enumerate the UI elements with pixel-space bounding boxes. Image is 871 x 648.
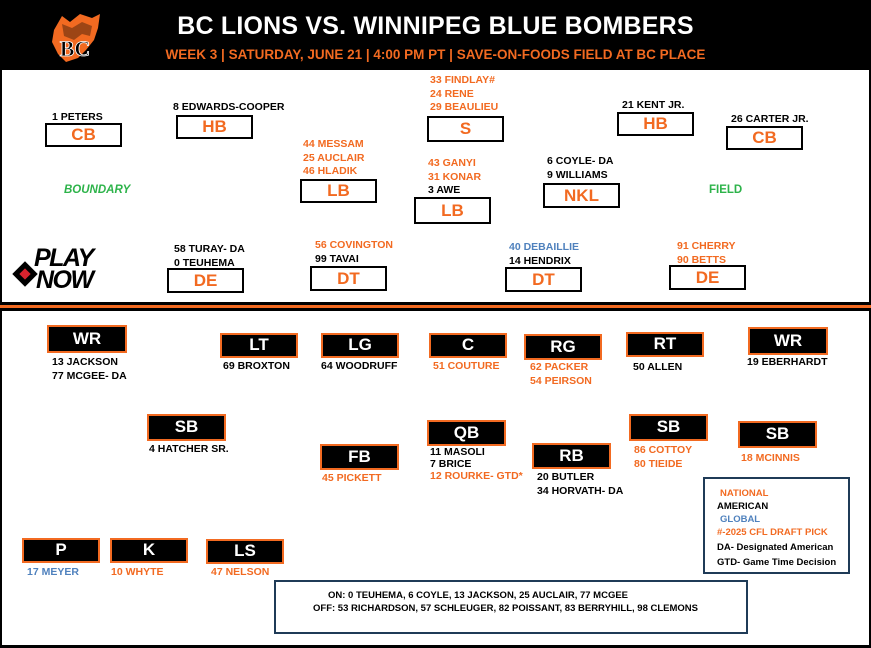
rg-box: RG (524, 334, 602, 360)
sb-right-names: 18 MCINNIS (741, 452, 800, 464)
hb-right-box: HB (617, 112, 694, 136)
field-divider (0, 302, 871, 311)
header: BC BC LIONS VS. WINNIPEG BLUE BOMBERS WE… (0, 0, 871, 70)
off-list: OFF: 53 RICHARDSON, 57 SCHLEUGER, 82 POI… (313, 603, 698, 614)
nkl-names: 6 COYLE- DA 9 WILLIAMS (547, 155, 614, 181)
dt-left-box: DT (310, 266, 387, 291)
long-snapper-box: LS (206, 539, 284, 564)
lg-names: 64 WOODRUFF (321, 360, 398, 372)
sb-right-box: SB (738, 421, 817, 448)
lt-names: 69 BROXTON (223, 360, 290, 372)
game-info: WEEK 3 | SATURDAY, JUNE 21 | 4:00 PM PT … (165, 47, 706, 62)
legend-national: NATIONAL (720, 488, 769, 499)
wr-left-box: WR (47, 325, 127, 353)
fb-names: 45 PICKETT (322, 472, 382, 484)
on-list: ON: 0 TEUHEMA, 6 COYLE, 13 JACKSON, 25 A… (328, 590, 629, 601)
hb-left-box: HB (176, 115, 253, 139)
lb-left-names: 44 MESSAM 25 AUCLAIR 46 HLADIK (303, 138, 365, 177)
sb-left-names: 4 HATCHER SR. (149, 443, 229, 455)
de-right-names: 91 CHERRY 90 BETTS (677, 240, 736, 266)
punter-names: 17 MEYER (27, 566, 79, 578)
kicker-names: 10 WHYTE (111, 566, 164, 578)
defense-panel (2, 70, 869, 302)
lb-mid-names: 43 GANYI 31 KONAR 3 AWE (428, 157, 482, 196)
nkl-box: NKL (543, 183, 620, 208)
safety-box: S (427, 116, 504, 142)
legend-da: DA- Designated American (717, 542, 834, 553)
hb-left-names: 8 EDWARDS-COOPER (173, 101, 285, 113)
sb-mid-box: SB (629, 414, 708, 441)
legend-american: AMERICAN (717, 501, 769, 512)
lb-mid-box: LB (414, 197, 491, 224)
rt-names: 50 ALLEN (633, 361, 683, 373)
cb-left-names: 1 PETERS (52, 111, 103, 123)
boundary-label: BOUNDARY (64, 184, 131, 196)
cb-right-box: CB (726, 126, 803, 150)
wr-right-box: WR (748, 327, 828, 355)
de-right-box: DE (669, 265, 746, 290)
roster-changes: ON: 0 TEUHEMA, 6 COYLE, 13 JACKSON, 25 A… (274, 580, 748, 634)
dt-left-names: 56 COVINGTON 99 TAVAI (315, 239, 393, 265)
svg-text:BC: BC (60, 36, 91, 61)
rb-names: 20 BUTLER 34 HORVATH- DA (537, 471, 624, 497)
long-snapper-names: 47 NELSON (211, 566, 270, 578)
field-label: FIELD (709, 184, 743, 196)
legend-gtd: GTD- Game Time Decision (717, 557, 837, 568)
legend-draft: #-2025 CFL DRAFT PICK (717, 527, 828, 538)
rg-names: 62 PACKER 54 PEIRSON (530, 361, 592, 387)
de-left-box: DE (167, 268, 244, 293)
hb-right-names: 21 KENT JR. (622, 99, 685, 111)
lb-left-box: LB (300, 179, 377, 203)
legend-global: GLOBAL (720, 514, 761, 525)
fb-box: FB (320, 444, 399, 470)
rt-box: RT (626, 332, 704, 357)
dt-right-box: DT (505, 267, 582, 292)
bc-lions-logo: BC (52, 14, 100, 62)
safety-names: 33 FINDLAY# 24 RENE 29 BEAULIEU (430, 74, 499, 113)
c-box: C (429, 333, 507, 358)
sb-mid-names: 86 COTTOY 80 TIEIDE (634, 444, 693, 470)
cb-right-names: 26 CARTER JR. (731, 113, 809, 125)
punter-box: P (22, 538, 100, 563)
lt-box: LT (220, 333, 298, 358)
page-title: BC LIONS VS. WINNIPEG BLUE BOMBERS (177, 12, 694, 40)
sb-left-box: SB (147, 414, 226, 441)
qb-names: 11 MASOLI 7 BRICE 12 ROURKE- GTD* (430, 446, 523, 482)
legend: NATIONAL AMERICAN GLOBAL #-2025 CFL DRAF… (703, 477, 850, 574)
kicker-box: K (110, 538, 188, 563)
wr-right-names: 19 EBERHARDT (747, 356, 828, 368)
playnow-logo: PLAY NOW (10, 244, 125, 296)
rb-box: RB (532, 443, 611, 469)
qb-box: QB (427, 420, 506, 446)
de-left-names: 58 TURAY- DA 0 TEUHEMA (174, 243, 245, 269)
lg-box: LG (321, 333, 399, 358)
dt-right-names: 40 DEBAILLIE 14 HENDRIX (509, 241, 580, 267)
c-names: 51 COUTURE (433, 360, 500, 372)
cb-left-box: CB (45, 123, 122, 147)
playnow-diamond-icon (12, 261, 38, 287)
wr-left-names: 13 JACKSON 77 MCGEE- DA (52, 356, 127, 382)
